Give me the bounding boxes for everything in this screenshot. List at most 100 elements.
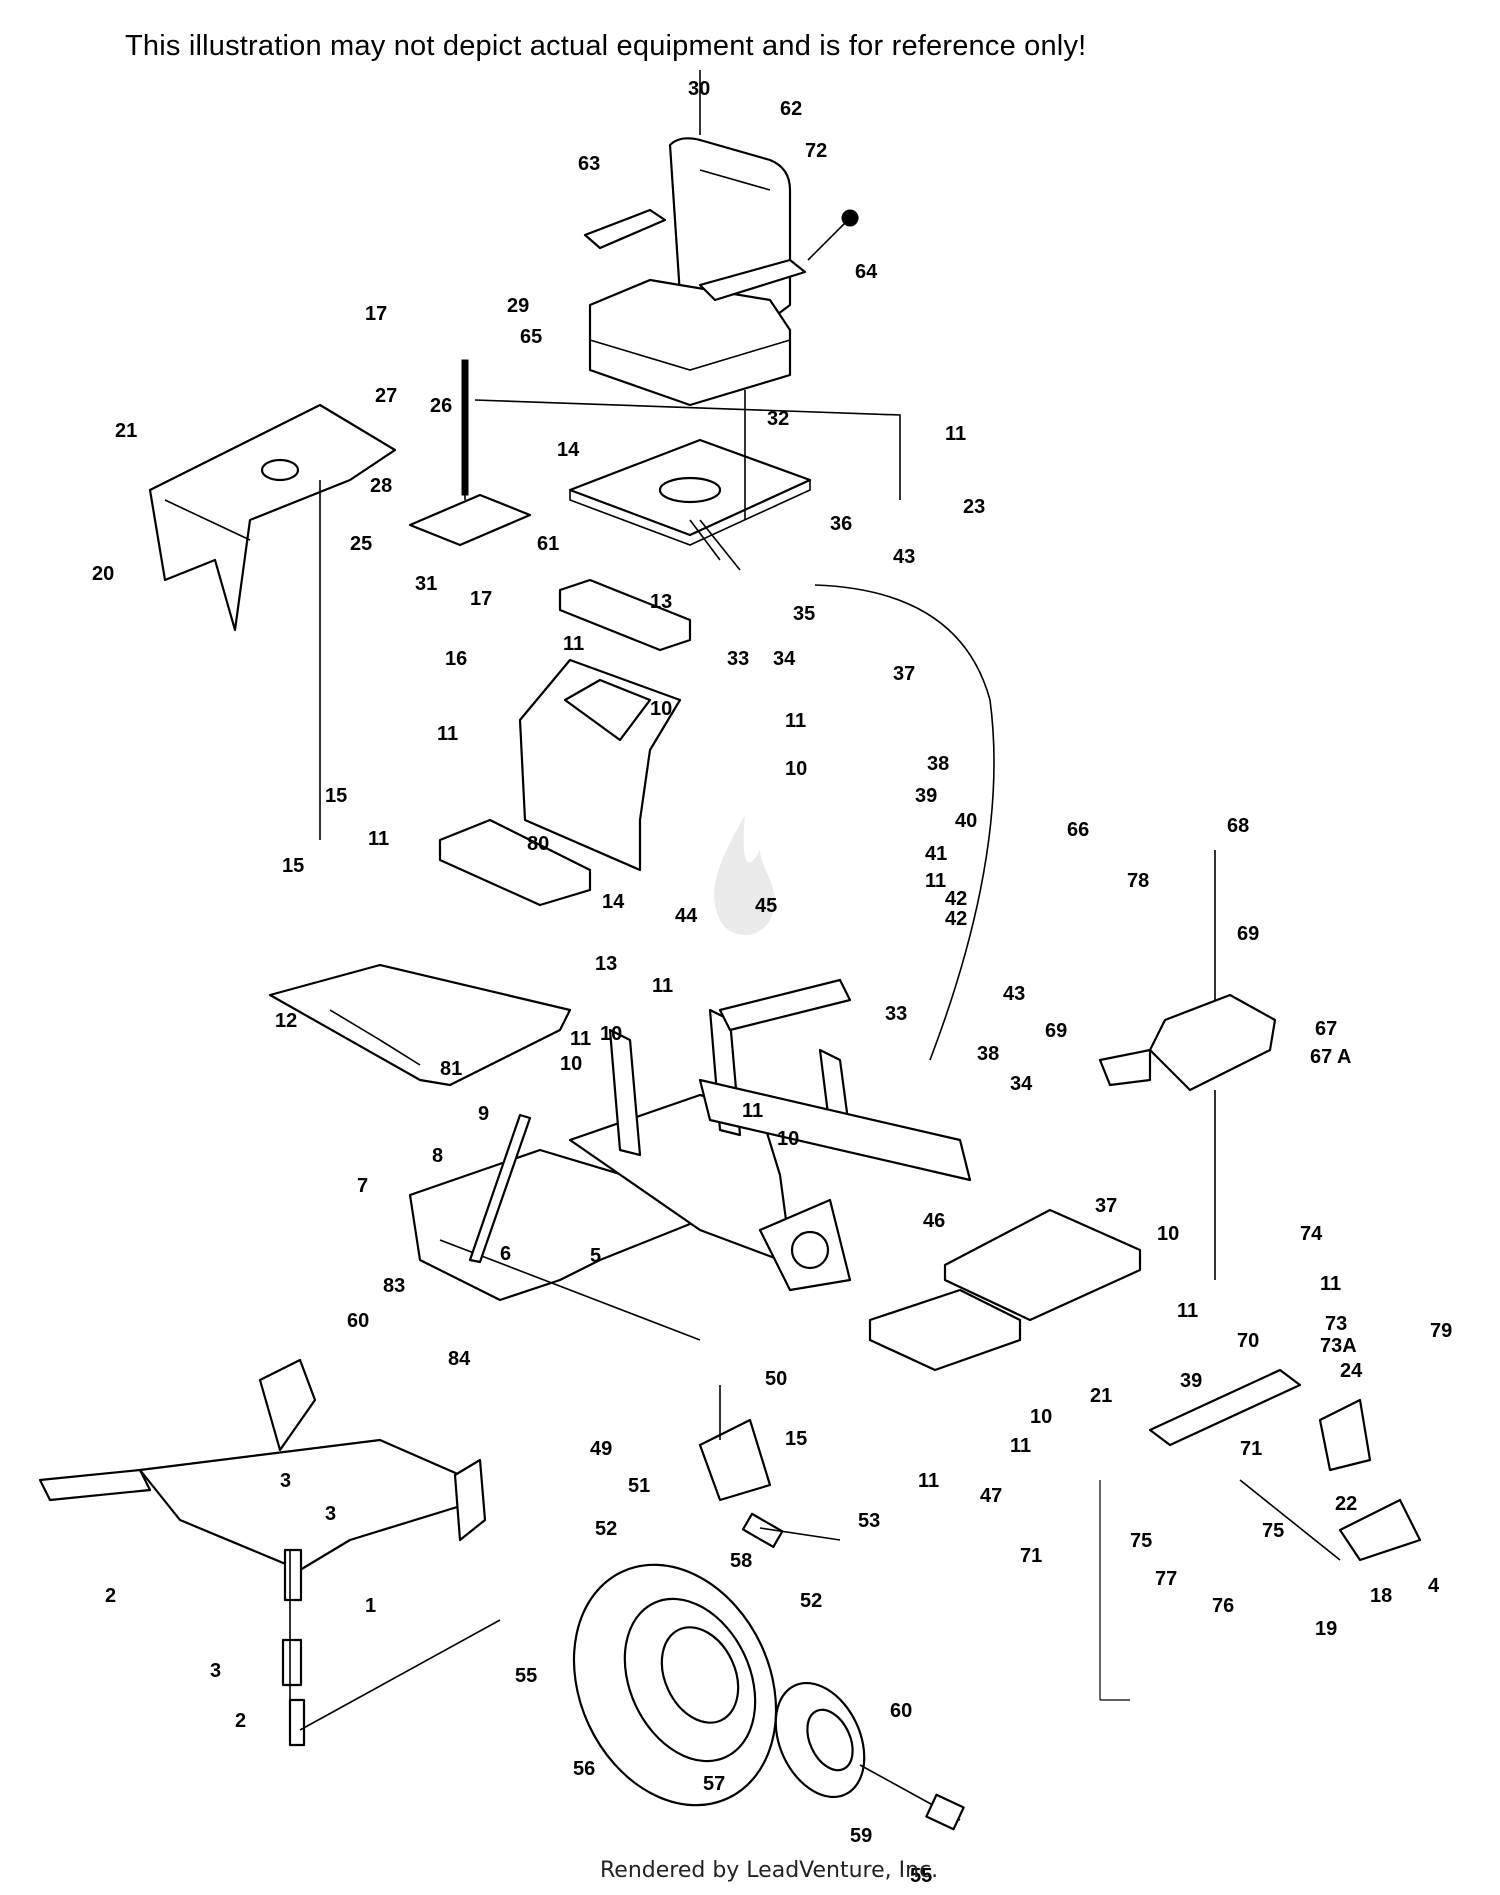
callout-24: 24	[1340, 1360, 1363, 1382]
callout-39: 39	[1180, 1370, 1202, 1392]
callout-5: 5	[590, 1245, 601, 1267]
disclaimer-text: This illustration may not depict actual …	[125, 30, 1087, 62]
callout-11: 11	[925, 870, 946, 892]
callout-34: 34	[1010, 1073, 1033, 1095]
callout-9: 9	[478, 1103, 489, 1125]
callout-13: 13	[650, 591, 672, 613]
callout-31: 31	[415, 573, 437, 595]
callout-47: 47	[980, 1485, 1002, 1507]
callout-55: 55	[910, 1865, 932, 1887]
wheel-tire	[572, 1563, 965, 1831]
callout-12: 12	[275, 1010, 297, 1032]
callout-10: 10	[785, 758, 807, 780]
callout-28: 28	[370, 475, 392, 497]
callout-34: 34	[773, 648, 796, 670]
callout-69: 69	[1237, 923, 1259, 945]
callout-19: 19	[1315, 1618, 1337, 1640]
floor-plate	[268, 963, 572, 1087]
callout-2: 2	[105, 1585, 116, 1607]
callout-30: 30	[688, 78, 710, 100]
callout-36: 36	[830, 513, 852, 535]
callout-17: 17	[470, 588, 492, 610]
callout-43: 43	[893, 546, 915, 568]
callout-81: 81	[440, 1058, 462, 1080]
callout-64: 64	[855, 261, 878, 283]
callout-29: 29	[507, 295, 529, 317]
callout-76: 76	[1212, 1595, 1234, 1617]
callout-67: 67	[1315, 1018, 1337, 1040]
callout-35: 35	[793, 603, 815, 625]
callout-11: 11	[785, 710, 806, 732]
callout-3: 3	[280, 1470, 291, 1492]
callout-60: 60	[890, 1700, 912, 1722]
rendered-by-footer: Rendered by LeadVenture, Inc.	[600, 1858, 939, 1883]
callout-20: 20	[92, 563, 114, 585]
callout-52: 52	[595, 1518, 617, 1540]
callout-83: 83	[383, 1275, 405, 1297]
main-frame	[408, 978, 972, 1341]
callout-78: 78	[1127, 870, 1149, 892]
callout-10: 10	[560, 1053, 582, 1075]
callout-22: 22	[1335, 1493, 1357, 1515]
callout-32: 32	[767, 408, 789, 430]
callout-77: 77	[1155, 1568, 1177, 1590]
callout-10: 10	[777, 1128, 799, 1150]
mount-plate	[1148, 1368, 1302, 1447]
callout-11: 11	[652, 975, 673, 997]
rear-lever-assembly	[1099, 1398, 1422, 1701]
callout-49: 49	[590, 1438, 612, 1460]
callout-3: 3	[325, 1503, 336, 1525]
callout-21: 21	[1090, 1385, 1112, 1407]
callout-41: 41	[925, 843, 947, 865]
callout-55: 55	[515, 1665, 537, 1687]
seat-assembly	[583, 70, 859, 407]
callout-52: 52	[800, 1590, 822, 1612]
callout-33: 33	[727, 648, 749, 670]
callout-13: 13	[595, 953, 617, 975]
callout-labels: 30 62 63 72 64 65 29 17 27 26 21 28 14 3…	[92, 78, 1452, 1887]
lever-plate	[408, 359, 532, 547]
callout-75: 75	[1130, 1530, 1152, 1552]
callout-11: 11	[563, 633, 584, 655]
callout-11: 11	[437, 723, 458, 745]
callout-67A: 67 A	[1310, 1046, 1352, 1068]
pedal-bracket	[1098, 850, 1277, 1280]
callout-80: 80	[527, 833, 549, 855]
callout-16: 16	[445, 648, 467, 670]
callout-59: 59	[850, 1825, 872, 1847]
callout-42: 42	[945, 908, 967, 930]
rear-bracket	[868, 1208, 1142, 1372]
callout-15: 15	[282, 855, 304, 877]
callout-61: 61	[537, 533, 559, 555]
callout-11: 11	[570, 1028, 591, 1050]
callout-4: 4	[1428, 1575, 1440, 1597]
leadventure-flame-watermark	[714, 815, 775, 935]
callout-11: 11	[945, 423, 966, 445]
callout-17: 17	[365, 303, 387, 325]
throttle-cable	[814, 584, 995, 1061]
callout-11: 11	[1010, 1435, 1031, 1457]
callout-11: 11	[368, 828, 389, 850]
callout-15: 15	[785, 1428, 807, 1450]
callout-33: 33	[885, 1003, 907, 1025]
callout-56: 56	[573, 1758, 595, 1780]
callout-53: 53	[858, 1510, 880, 1532]
bracket-plate-upper	[558, 578, 692, 652]
callout-71: 71	[1240, 1438, 1262, 1460]
callout-58: 58	[730, 1550, 752, 1572]
dash-panel	[518, 658, 682, 872]
callout-51: 51	[628, 1475, 650, 1497]
seat-mount-plate	[474, 390, 901, 571]
callout-75: 75	[1262, 1520, 1284, 1542]
callout-84: 84	[448, 1348, 471, 1370]
callout-66: 66	[1067, 819, 1089, 841]
callout-62: 62	[780, 98, 802, 120]
callout-60: 60	[347, 1310, 369, 1332]
callout-38: 38	[927, 753, 949, 775]
callout-2: 2	[235, 1710, 246, 1732]
callout-69: 69	[1045, 1020, 1067, 1042]
callout-63: 63	[578, 153, 600, 175]
callout-14: 14	[557, 439, 580, 461]
callout-40: 40	[955, 810, 977, 832]
callout-10: 10	[600, 1023, 622, 1045]
